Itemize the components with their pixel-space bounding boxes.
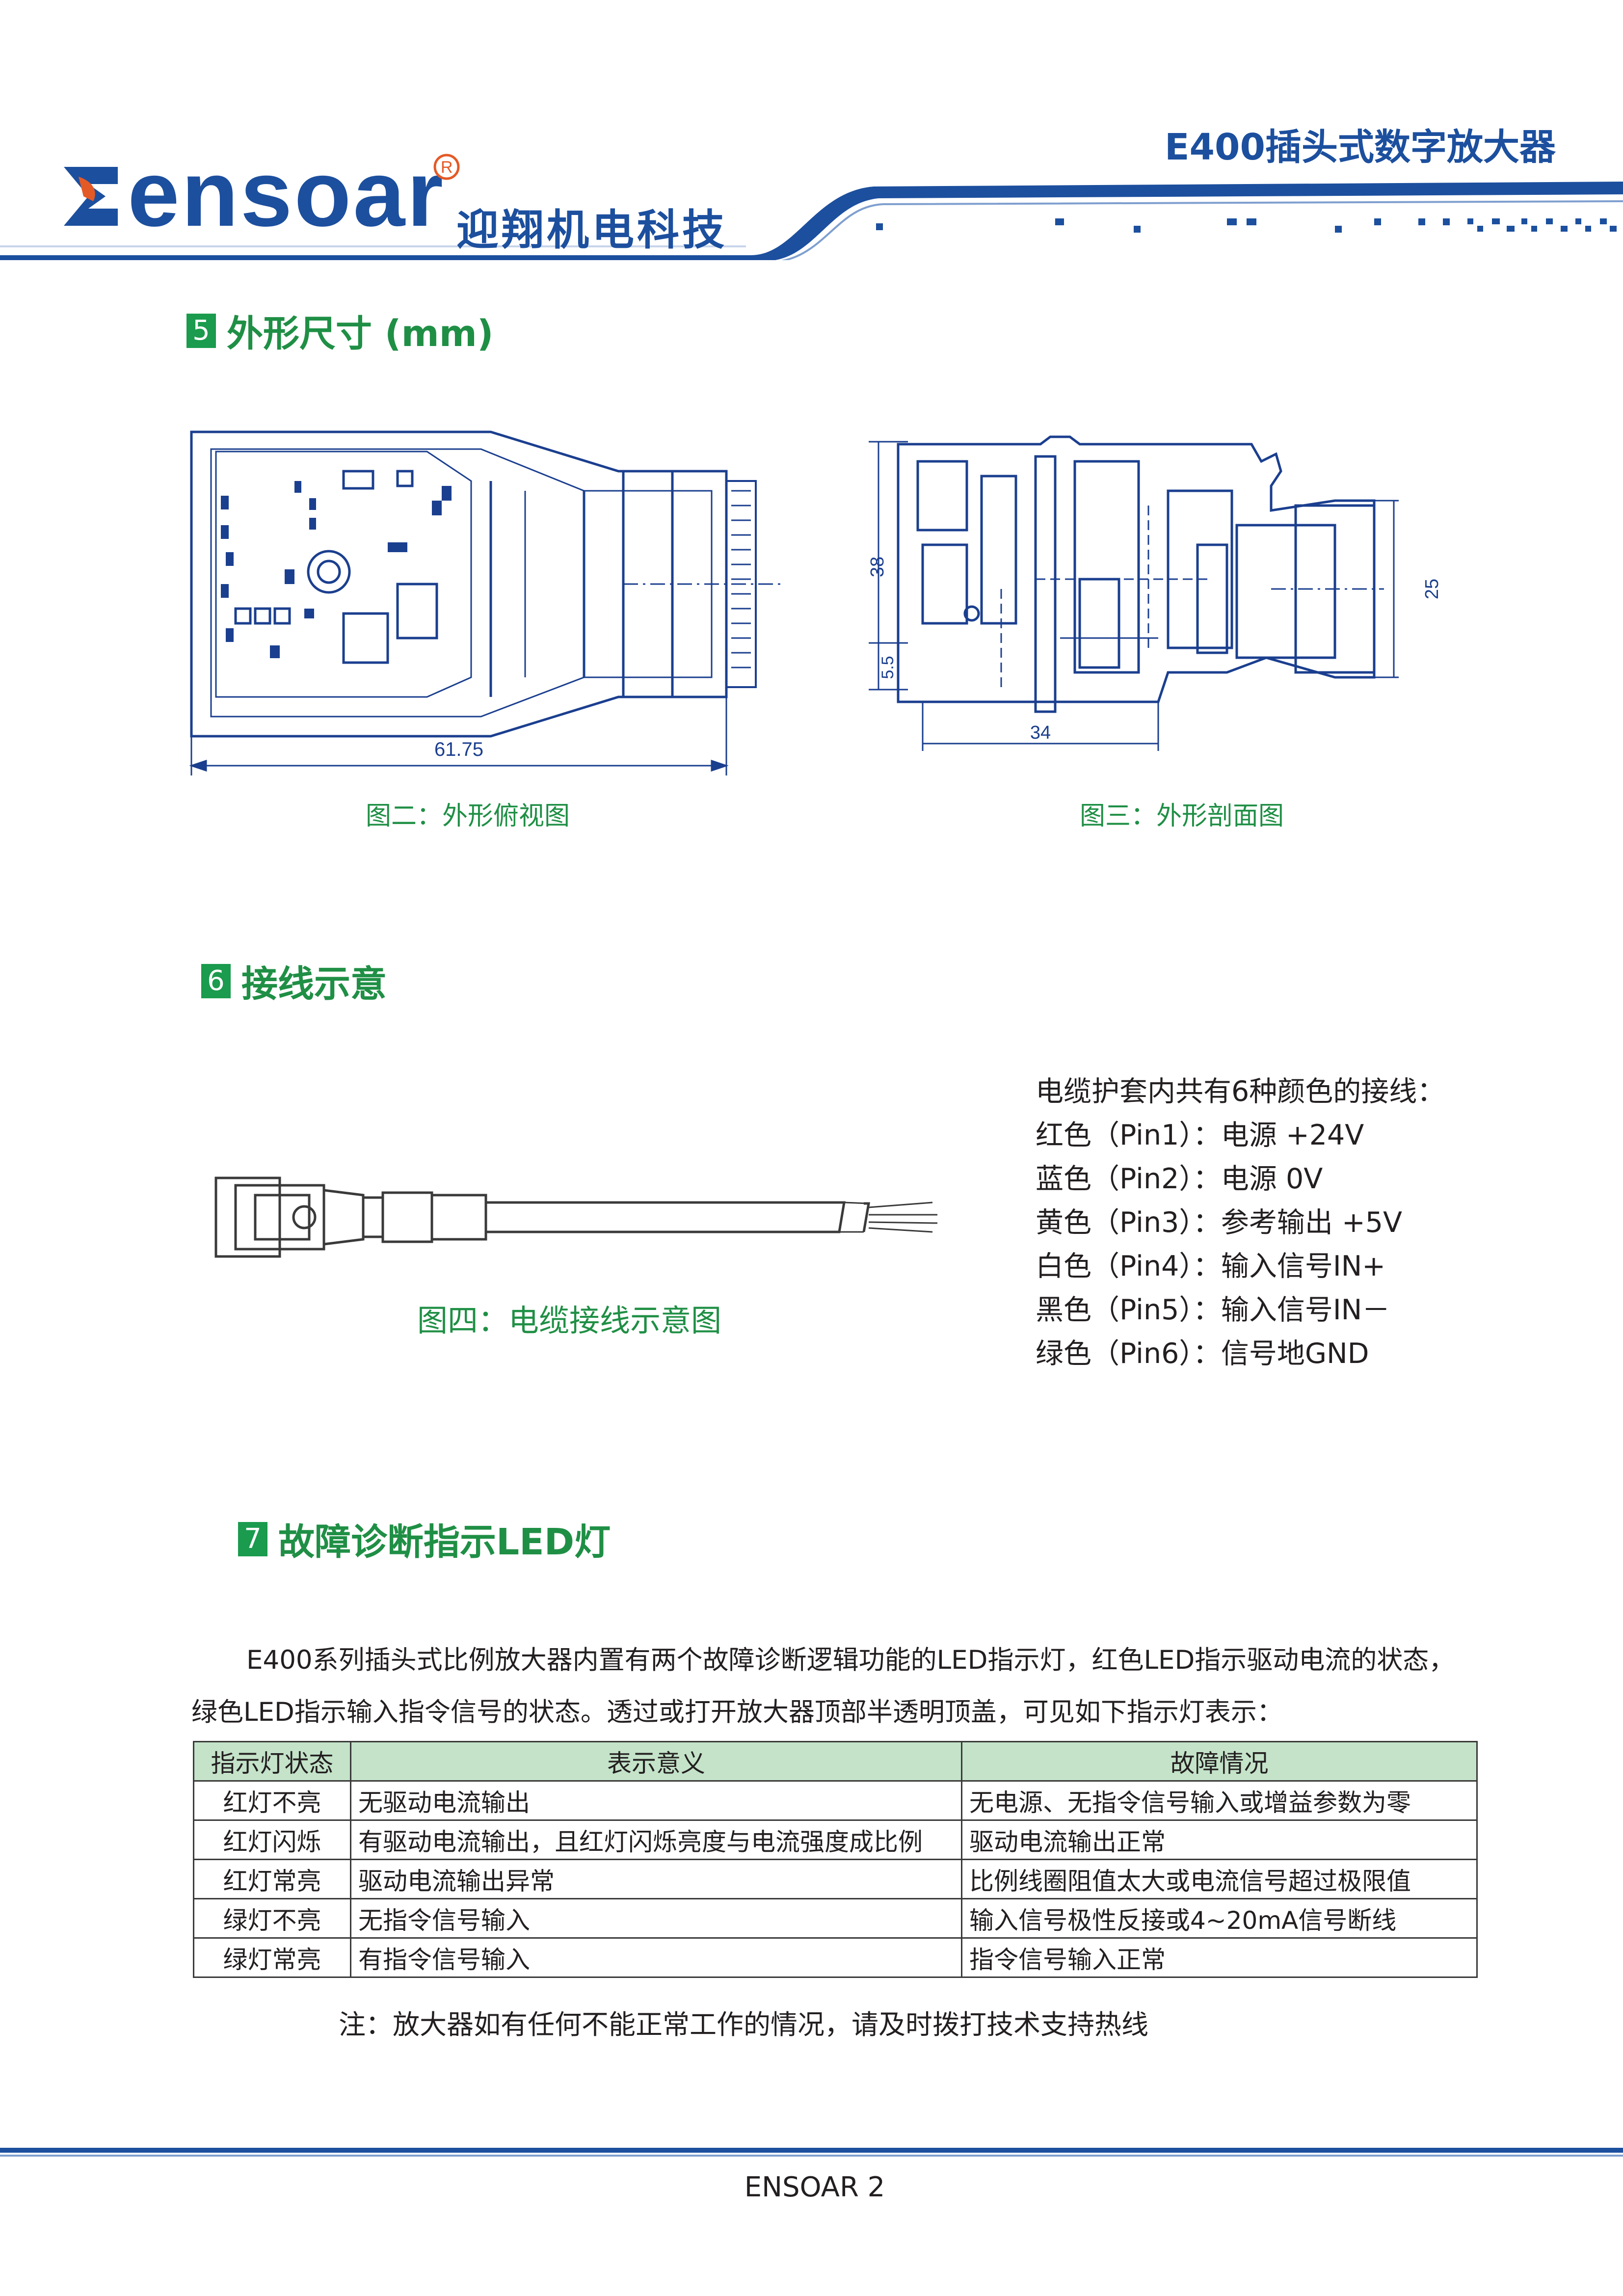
figure-2-caption: 图二：外形俯视图 bbox=[366, 801, 570, 831]
table-cell: 输入信号极性反接或4~20mA信号断线 bbox=[961, 1898, 1478, 1939]
led-status-table: 指示灯状态 表示意义 故障情况 红灯不亮 无驱动电流输出 无电源、无指令信号输入… bbox=[193, 1741, 1478, 1978]
wire-intro: 电缆护套内共有6种颜色的接线： bbox=[1036, 1075, 1445, 1108]
svg-text:ensoar: ensoar bbox=[128, 147, 445, 245]
wire-item: 白色（Pin4）：输入信号IN+ bbox=[1036, 1250, 1386, 1282]
footer-page-label: ENSOAR 2 bbox=[744, 2171, 885, 2203]
table-row: 红灯不亮 无驱动电流输出 无电源、无指令信号输入或增益参数为零 bbox=[193, 1780, 1478, 1821]
section-title: 外形尺寸 (mm) bbox=[227, 313, 494, 355]
wire-item: 绿色（Pin6）：信号地GND bbox=[1036, 1337, 1369, 1370]
wire-item: 黄色（Pin3）：参考输出 +5V bbox=[1036, 1206, 1402, 1239]
footer-rule bbox=[0, 2148, 1623, 2157]
table-cell: 有指令信号输入 bbox=[350, 1937, 962, 1978]
header-band bbox=[0, 182, 1623, 260]
table-cell: 红灯常亮 bbox=[193, 1859, 351, 1899]
table-cell: 比例线圈阻值太大或电流信号超过极限值 bbox=[961, 1859, 1478, 1899]
table-cell: 无指令信号输入 bbox=[350, 1898, 962, 1939]
section-6-heading: 6 接线示意 bbox=[201, 955, 387, 1007]
section-title: 接线示意 bbox=[241, 963, 387, 1005]
column-header: 表示意义 bbox=[350, 1741, 962, 1782]
figure-section-drawing: 38 5.5 34 25 bbox=[867, 435, 1442, 751]
table-row: 绿灯不亮 无指令信号输入 输入信号极性反接或4~20mA信号断线 bbox=[193, 1898, 1478, 1939]
figure-3-caption: 图三：外形剖面图 bbox=[1080, 801, 1284, 831]
table-row: 绿灯常亮 有指令信号输入 指令信号输入正常 bbox=[193, 1937, 1478, 1978]
paragraph-line: E400系列插头式比例放大器内置有两个故障诊断逻辑功能的LED指示灯，红色LED… bbox=[246, 1645, 1455, 1675]
wire-item: 红色（Pin1）：电源 +24V bbox=[1036, 1119, 1364, 1151]
table-cell: 红灯闪烁 bbox=[193, 1819, 351, 1860]
table-cell: 绿灯不亮 bbox=[193, 1898, 351, 1939]
table-cell: 驱动电流输出正常 bbox=[961, 1819, 1478, 1860]
dim-width-label: 61.75 bbox=[434, 739, 483, 760]
support-note: 注：放大器如有任何不能正常工作的情况，请及时拨打技术支持热线 bbox=[339, 2009, 1149, 2040]
table-cell: 绿灯常亮 bbox=[193, 1937, 351, 1978]
wire-color-list: 电缆护套内共有6种颜色的接线： 红色（Pin1）：电源 +24V 蓝色（Pin2… bbox=[1036, 1070, 1445, 1376]
section-number: 5 bbox=[186, 313, 216, 348]
table-cell: 无电源、无指令信号输入或增益参数为零 bbox=[961, 1780, 1478, 1821]
wire-item: 黑色（Pin5）：输入信号IN－ bbox=[1036, 1294, 1390, 1326]
table-cell: 有驱动电流输出，且红灯闪烁亮度与电流强度成比例 bbox=[350, 1819, 962, 1860]
table-cell: 驱动电流输出异常 bbox=[350, 1859, 962, 1899]
dim-small-label: 5.5 bbox=[878, 656, 897, 679]
led-description-paragraph: E400系列插头式比例放大器内置有两个故障诊断逻辑功能的LED指示灯，红色LED… bbox=[191, 1634, 1463, 1738]
table-cell: 指令信号输入正常 bbox=[961, 1937, 1478, 1978]
paragraph-line: 绿色LED指示输入指令信号的状态。透过或打开放大器顶部半透明顶盖，可见如下指示灯… bbox=[191, 1697, 1283, 1727]
document-title: E400插头式数字放大器 bbox=[1164, 126, 1556, 168]
column-header: 故障情况 bbox=[961, 1741, 1478, 1782]
cable-drawing bbox=[214, 1176, 938, 1258]
section-title: 故障诊断指示LED灯 bbox=[278, 1521, 611, 1563]
figure-top-view-drawing: 61.75 bbox=[189, 430, 780, 775]
dim-depth-label: 34 bbox=[1030, 722, 1051, 743]
section-number: 7 bbox=[238, 1522, 267, 1556]
table-header-row: 指示灯状态 表示意义 故障情况 bbox=[193, 1741, 1478, 1782]
wire-item: 蓝色（Pin2）：电源 0V bbox=[1036, 1163, 1323, 1195]
table-cell: 无驱动电流输出 bbox=[350, 1780, 962, 1821]
dim-plug-label: 25 bbox=[1422, 579, 1442, 599]
section-5-heading: 5 外形尺寸 (mm) bbox=[186, 304, 494, 357]
table-cell: 红灯不亮 bbox=[193, 1780, 351, 1821]
svg-text:R: R bbox=[441, 158, 453, 177]
table-row: 红灯闪烁 有驱动电流输出，且红灯闪烁亮度与电流强度成比例 驱动电流输出正常 bbox=[193, 1819, 1478, 1860]
section-number: 6 bbox=[201, 963, 231, 998]
dim-height-label: 38 bbox=[867, 557, 888, 577]
section-7-heading: 7 故障诊断指示LED灯 bbox=[238, 1513, 611, 1565]
column-header: 指示灯状态 bbox=[193, 1741, 351, 1782]
ensoar-logo: ensoar R bbox=[64, 147, 460, 245]
brand-chinese-name: 迎翔机电科技 bbox=[456, 206, 727, 255]
figure-4-caption: 图四：电缆接线示意图 bbox=[417, 1303, 722, 1338]
table-row: 红灯常亮 驱动电流输出异常 比例线圈阻值太大或电流信号超过极限值 bbox=[193, 1859, 1478, 1899]
